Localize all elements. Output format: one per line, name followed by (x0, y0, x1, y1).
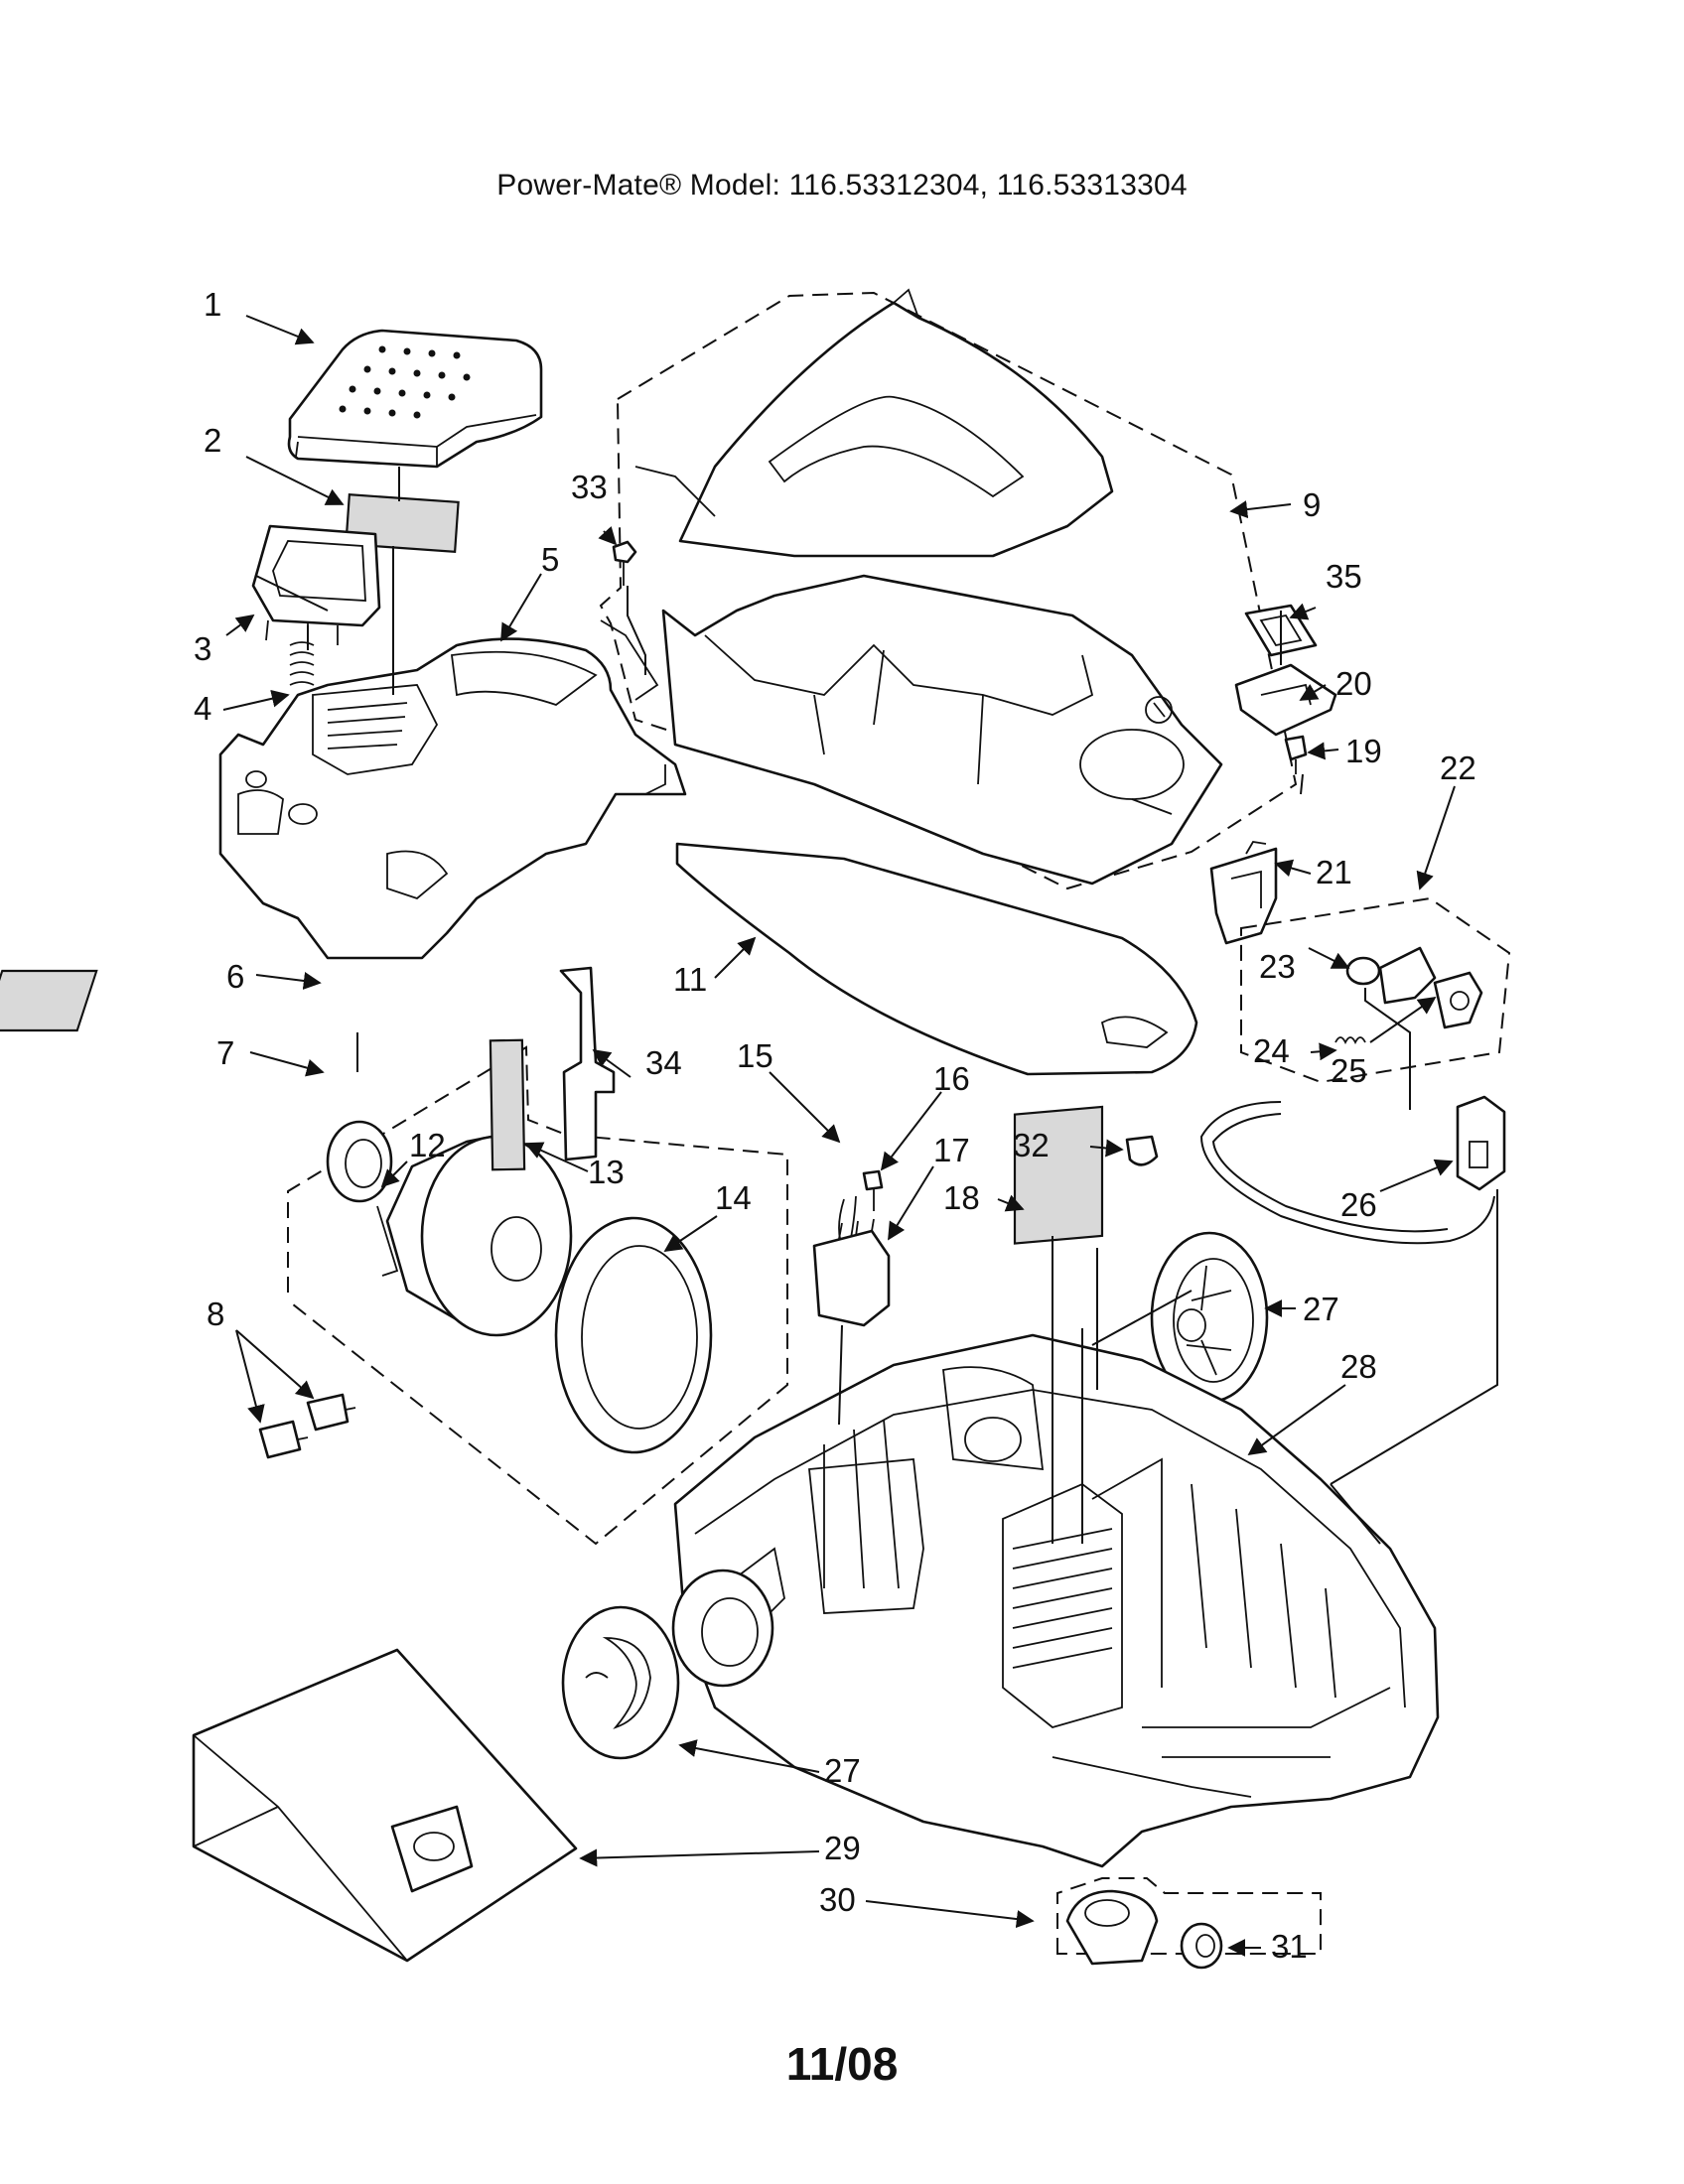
part-5-bag-housing (218, 637, 687, 960)
part-27-wheel-upper (1150, 1231, 1269, 1404)
callout-23: 23 (1259, 948, 1296, 985)
callout-30: 30 (819, 1881, 856, 1918)
callout-2: 2 (204, 422, 221, 459)
part-24-spring (1334, 1036, 1366, 1045)
callout-27-upper: 27 (1303, 1291, 1339, 1327)
callout-9: 9 (1303, 486, 1321, 523)
callout-33: 33 (571, 469, 608, 505)
part-14-motor-ring (554, 1216, 713, 1454)
callout-14: 14 (715, 1179, 752, 1216)
callout-27-lower: 27 (824, 1752, 861, 1789)
part-28-canister-body (671, 1333, 1440, 1868)
part-29-dust-bag (192, 1648, 578, 1963)
part-13-gasket-strip (489, 1038, 526, 1171)
motor (376, 1130, 573, 1337)
callout-17: 17 (933, 1132, 970, 1168)
guide-lines (307, 467, 1411, 1545)
callout-31: 31 (1271, 1928, 1308, 1965)
part-27-wheel-cap-lower (561, 1605, 680, 1760)
callout-34: 34 (645, 1044, 682, 1081)
callout-32: 32 (1013, 1127, 1050, 1163)
callout-11: 11 (673, 961, 707, 998)
callout-5: 5 (541, 541, 559, 578)
callout-7: 7 (216, 1034, 234, 1071)
part-16-screw (862, 1169, 884, 1211)
part-34-bracket (559, 966, 616, 1161)
callout-20: 20 (1335, 665, 1372, 702)
part-20-latch (1234, 663, 1337, 737)
part-3-filter-frame (251, 524, 381, 645)
callout-numbers: 1 2 3 4 5 6 7 8 9 11 12 13 14 15 16 17 1… (194, 286, 1476, 1965)
part-33-screw (612, 540, 637, 586)
callout-26: 26 (1340, 1186, 1377, 1223)
callout-21: 21 (1316, 854, 1352, 890)
callout-28: 28 (1340, 1348, 1377, 1385)
part-1-filter-cover (287, 329, 543, 469)
callout-35: 35 (1326, 558, 1362, 595)
part-32-bulb (1125, 1135, 1159, 1166)
callout-24: 24 (1253, 1032, 1290, 1069)
page-title: Power-Mate® Model: 116.53312304, 116.533… (496, 169, 1188, 202)
part-4-spring (289, 641, 315, 686)
part-30-31-group (1056, 1877, 1322, 1955)
callout-22: 22 (1440, 750, 1476, 786)
part-12-motor-seal (326, 1120, 393, 1203)
callout-3: 3 (194, 630, 211, 667)
callout-15: 15 (737, 1037, 773, 1074)
part-31-caster-wheel (1180, 1922, 1223, 1970)
part-21-bracket (1209, 841, 1278, 945)
part-9-hood (600, 288, 1223, 886)
page-date: 11/08 (785, 2038, 899, 2090)
callout-8: 8 (207, 1296, 224, 1332)
part-18-filter (1013, 1105, 1104, 1245)
callout-6: 6 (226, 958, 244, 995)
callout-4: 4 (194, 690, 211, 727)
part-23-seal (1345, 956, 1381, 986)
callout-12: 12 (409, 1127, 446, 1163)
part-26-power-cord (1199, 1095, 1506, 1485)
callout-19: 19 (1345, 733, 1382, 769)
part-19-screw (1284, 735, 1308, 774)
callout-18: 18 (943, 1179, 980, 1216)
part-30-swivel-caster (1065, 1889, 1159, 1966)
part-8-switches (258, 1393, 356, 1459)
part-22-group (1240, 896, 1511, 1084)
part-25-cord-reel-bracket (1378, 946, 1483, 1029)
part-6-exhaust-filter (0, 969, 98, 1032)
callout-25: 25 (1331, 1052, 1367, 1089)
callout-13: 13 (588, 1154, 625, 1190)
callout-29: 29 (824, 1830, 861, 1866)
part-11-bumper (675, 842, 1198, 1076)
callout-16: 16 (933, 1060, 970, 1097)
callout-1: 1 (204, 286, 221, 323)
part-17-relay (812, 1218, 891, 1327)
leader-lines (222, 315, 1456, 1957)
